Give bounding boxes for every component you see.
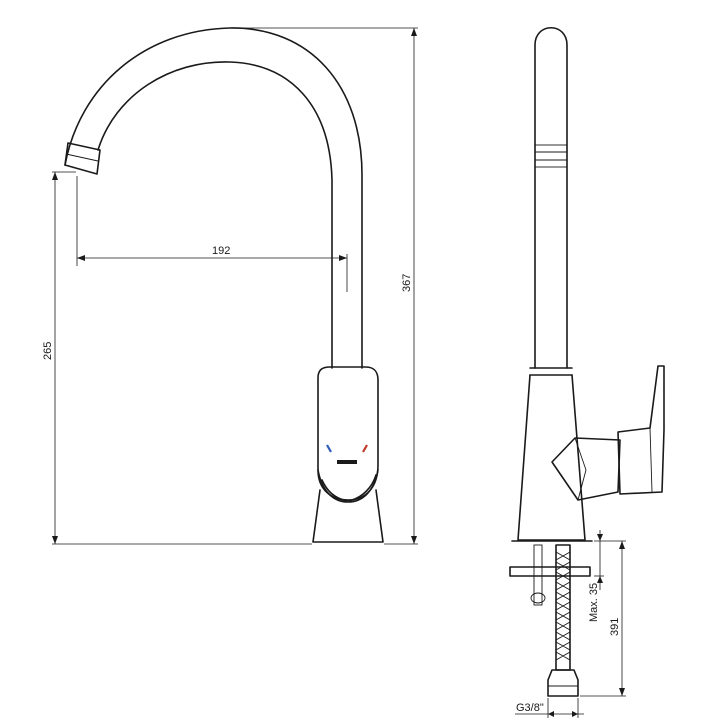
flexible-hose xyxy=(555,544,571,671)
hose-length-arrow-top xyxy=(619,541,625,549)
reach-dimension-label: 192 xyxy=(212,245,230,257)
spout-height-dimension-label: 265 xyxy=(42,342,54,360)
hose-end-fitting xyxy=(547,669,579,697)
max-thickness-arrow-top xyxy=(597,534,603,541)
total-height-arrow-top xyxy=(411,28,417,36)
lever-lower-shell xyxy=(317,469,379,503)
side-cartridge-edge xyxy=(574,437,587,471)
side-lever-handle xyxy=(617,365,665,495)
brand-logo-mark xyxy=(337,460,357,464)
hose-length-label: 391 xyxy=(609,618,621,636)
threaded-stud xyxy=(533,544,543,606)
hose-length-arrow-bottom xyxy=(619,688,625,696)
total-height-arrow-bottom xyxy=(411,536,417,544)
side-body xyxy=(517,374,586,541)
hose-braid-pattern xyxy=(555,551,571,661)
spout-height-arrow-bottom xyxy=(52,536,58,544)
max-thickness-arrow-bottom xyxy=(597,576,603,583)
front-view xyxy=(52,27,418,545)
mounting-plate xyxy=(509,566,591,577)
side-spout-tube xyxy=(534,27,568,369)
lever-curve xyxy=(321,474,377,502)
hot-mark xyxy=(362,444,368,453)
faucet-base xyxy=(312,489,384,543)
reach-arrow-left xyxy=(77,255,85,261)
aerator-tip xyxy=(64,142,101,175)
side-cartridge-edge-2 xyxy=(577,469,587,501)
spout-outer-curve xyxy=(64,27,363,369)
max-thickness-label: Max. 35 xyxy=(588,583,600,622)
side-view xyxy=(509,27,665,718)
thread-label: G3/8" xyxy=(516,702,544,714)
thread-arrow-left xyxy=(548,711,554,717)
reach-arrow-right xyxy=(339,255,347,261)
total-height-dimension-label: 367 xyxy=(401,274,413,292)
spout-inner-curve xyxy=(97,61,333,369)
aerator-ring xyxy=(65,153,99,162)
thread-arrow-right xyxy=(572,711,578,717)
side-aerator-band xyxy=(534,144,568,168)
mixer-body xyxy=(317,366,379,501)
side-cartridge xyxy=(551,437,621,501)
side-lever-edge xyxy=(649,427,653,493)
cold-mark xyxy=(326,444,332,453)
spout-height-arrow-top xyxy=(52,172,58,180)
stud-nut xyxy=(530,592,546,604)
